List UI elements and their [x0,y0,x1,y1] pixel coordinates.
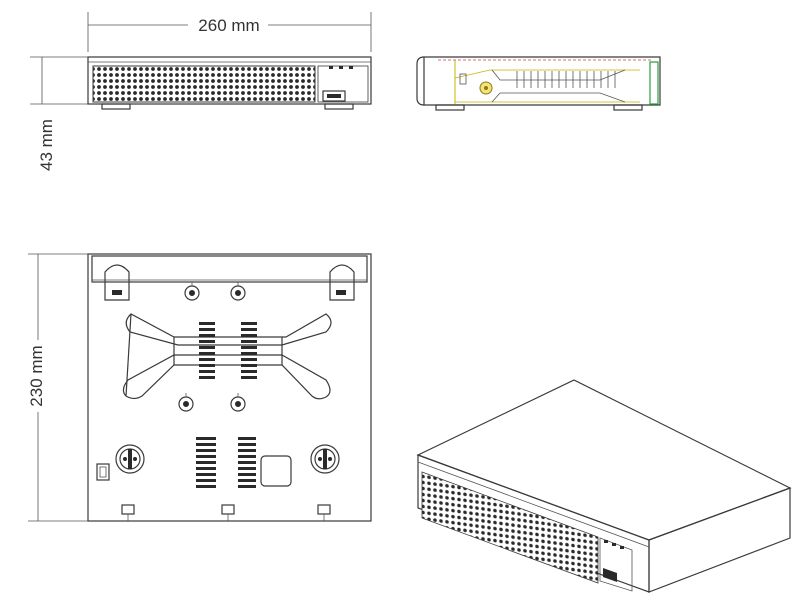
led-indicator-2 [339,66,343,69]
isometric-view [416,379,792,593]
front-foot-right [324,103,354,110]
iso-usb-port-icon [603,568,617,582]
front-foot-left [101,103,131,110]
front-vent-grille [92,65,316,103]
iso-front-face [417,454,650,593]
height-dimension: 43 mm [30,56,90,171]
x-bracket [125,313,332,346]
depth-label: 230 mm [27,345,46,406]
rubber-foot-left [115,444,145,474]
depth-dimension: 230 mm [27,253,90,522]
bottom-clip-1 [121,504,135,521]
latch-icon [96,463,110,481]
iso-vent-grille [421,471,599,584]
width-dimension: 260 mm [87,12,372,52]
bottom-vents-lower [196,437,256,488]
side-view [416,56,661,111]
bottom-clip-2 [221,504,235,521]
bottom-vents-upper [199,322,257,379]
side-bracket [649,61,659,105]
mount-tab-right [329,264,355,301]
front-view [87,56,372,110]
rubber-foot-right [310,444,340,474]
side-vents [516,71,616,88]
height-label: 43 mm [37,119,56,171]
bottom-clip-3 [317,504,331,521]
bottom-view [87,253,372,522]
access-cover [260,455,292,487]
led-indicator-1 [329,66,333,69]
width-label: 260 mm [198,16,259,35]
mount-tab-left [104,264,130,301]
usb-port-icon [322,90,346,102]
iso-right-face [648,487,791,593]
led-indicator-3 [349,66,353,69]
